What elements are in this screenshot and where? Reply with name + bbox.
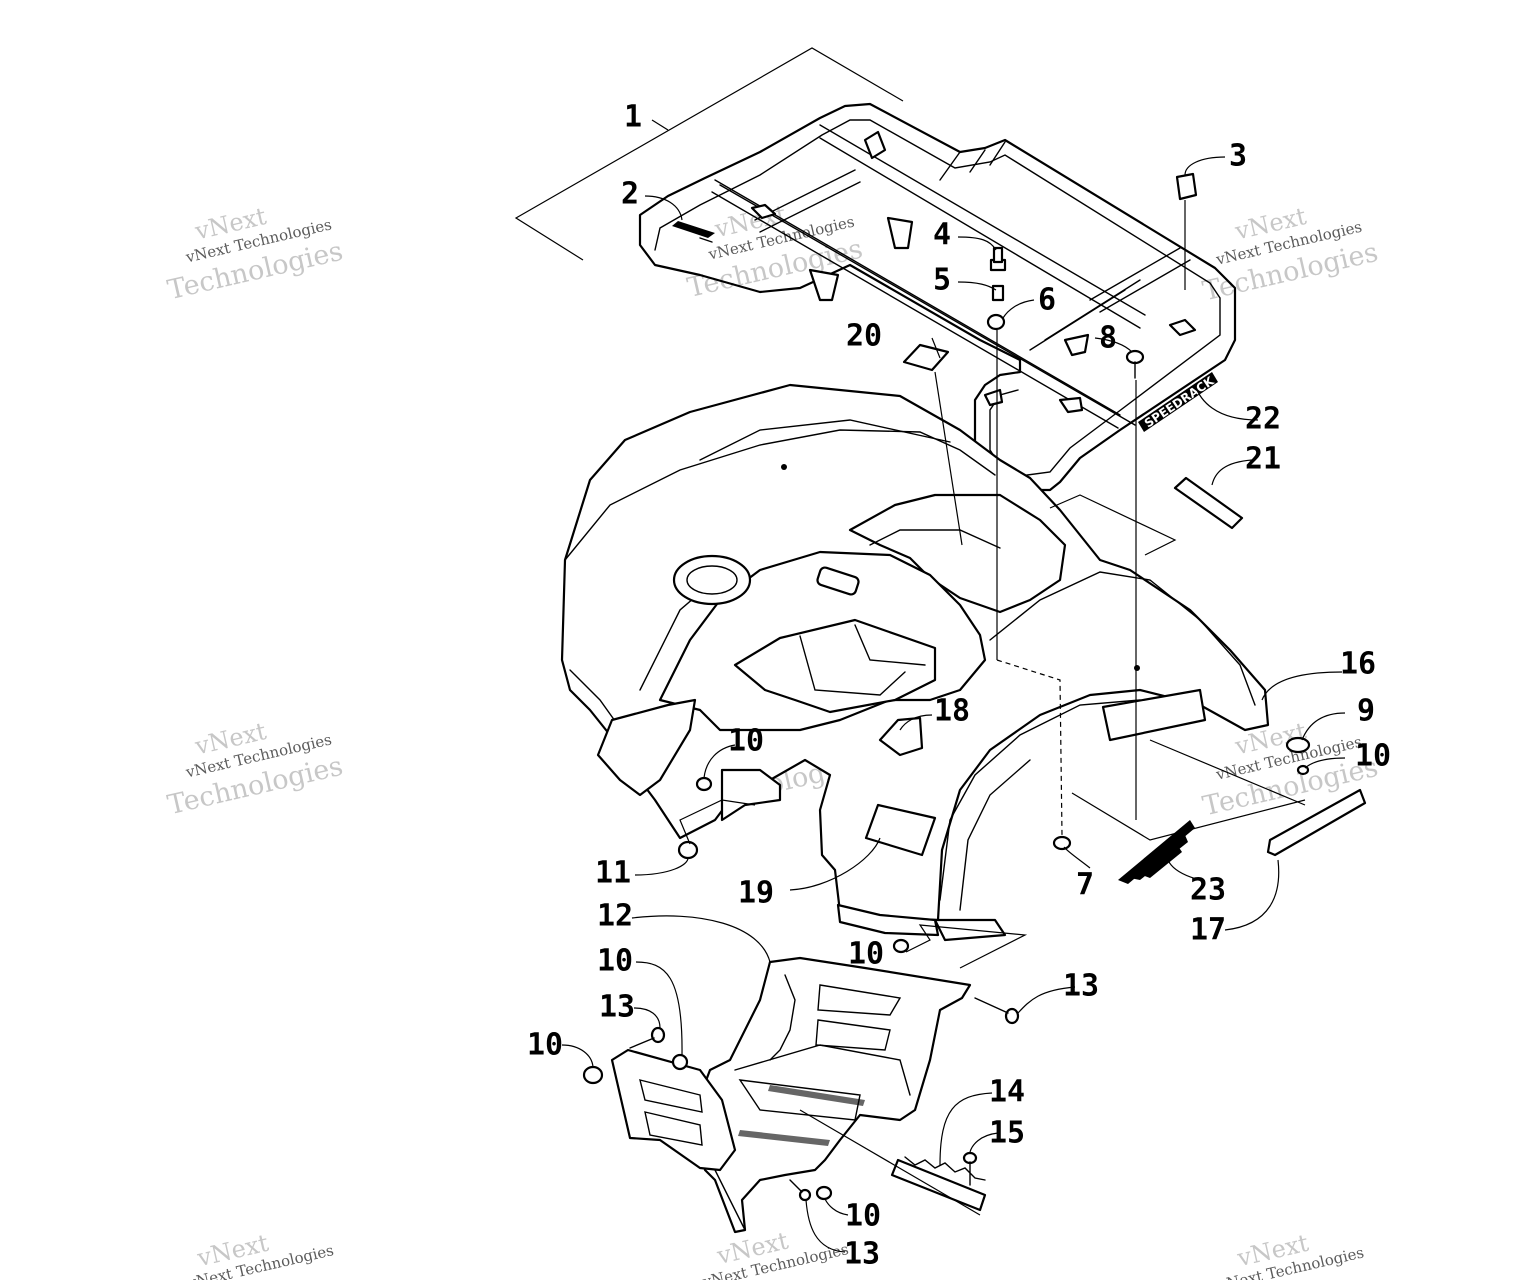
nut-10-a bbox=[695, 776, 713, 792]
callout-18: 18 bbox=[934, 694, 970, 729]
nut-10-c bbox=[892, 938, 910, 954]
callout-10c: 10 bbox=[848, 937, 884, 972]
leader-lines bbox=[561, 119, 1346, 1253]
callout-3: 3 bbox=[1229, 139, 1247, 174]
callout-22: 22 bbox=[1245, 402, 1281, 437]
callout-2: 2 bbox=[621, 177, 639, 212]
callout-13a: 13 bbox=[1063, 969, 1099, 1004]
watermark-top-center: vNext vNext Technologies Technologies bbox=[685, 200, 866, 304]
callout-11: 11 bbox=[595, 856, 631, 891]
callout-21: 21 bbox=[1245, 442, 1281, 477]
callout-15: 15 bbox=[989, 1116, 1025, 1151]
rack-decal-2 bbox=[672, 221, 715, 243]
watermark-bottom-left: vNext vNext Technologies bbox=[185, 1229, 335, 1280]
grommet-3 bbox=[1175, 172, 1198, 201]
callout-8: 8 bbox=[1099, 321, 1117, 356]
watermark-top-right: vNext vNext Technologies Technologies bbox=[1200, 202, 1381, 307]
callout-10a: 10 bbox=[728, 724, 764, 759]
watermark-mid-left: vNext vNext Technologies Technologies bbox=[165, 717, 346, 821]
nut-10-d bbox=[671, 1053, 689, 1071]
decal-16-17 bbox=[1266, 788, 1367, 857]
callout-4: 4 bbox=[933, 218, 951, 253]
fender-decal-panel bbox=[1101, 688, 1207, 742]
rack-assembly-bracket bbox=[514, 47, 904, 261]
callout-20: 20 bbox=[846, 319, 882, 354]
callout-1: 1 bbox=[624, 100, 642, 135]
step-plate bbox=[890, 1156, 987, 1212]
callout-numbers: 1 2 3 4 5 6 7 8 9 10 10 10 10 10 10 11 1… bbox=[527, 100, 1391, 1272]
hardware bbox=[582, 172, 1311, 1202]
footwell-panel bbox=[610, 956, 972, 1234]
decal-23 bbox=[1118, 820, 1195, 884]
callout-9: 9 bbox=[1357, 694, 1375, 729]
washer-9 bbox=[1285, 736, 1311, 754]
callout-23: 23 bbox=[1190, 873, 1226, 908]
callout-10f: 10 bbox=[845, 1199, 881, 1234]
callout-10b: 10 bbox=[1355, 739, 1391, 774]
screw-8 bbox=[1125, 349, 1145, 379]
callout-12: 12 bbox=[597, 899, 633, 934]
callout-14: 14 bbox=[989, 1075, 1025, 1110]
callout-5: 5 bbox=[933, 263, 951, 298]
fender-hole bbox=[781, 464, 787, 470]
screw-13-b bbox=[629, 1026, 666, 1049]
decal-21 bbox=[1173, 476, 1244, 530]
watermark-top-left: vNext vNext Technologies Technologies bbox=[165, 202, 346, 306]
callout-6: 6 bbox=[1038, 283, 1056, 318]
screw-13-c bbox=[789, 1179, 812, 1202]
nut-10-e bbox=[582, 1065, 604, 1085]
nut-10-f bbox=[815, 1185, 833, 1201]
callout-13b: 13 bbox=[599, 990, 635, 1025]
screw-13-a bbox=[974, 997, 1020, 1025]
callout-13c: 13 bbox=[844, 1237, 880, 1272]
rear-fender bbox=[560, 343, 1270, 942]
screw-15 bbox=[962, 1151, 978, 1186]
callout-16: 16 bbox=[1340, 647, 1376, 682]
nut-7 bbox=[1052, 835, 1072, 851]
rack-decal-22: SPEEDRACK bbox=[1138, 372, 1218, 432]
bolt-4 bbox=[989, 246, 1007, 272]
callout-19: 19 bbox=[738, 876, 774, 911]
callout-10d: 10 bbox=[597, 944, 633, 979]
spacer-5 bbox=[991, 284, 1005, 302]
callout-7: 7 bbox=[1076, 868, 1094, 903]
grommet-6 bbox=[986, 313, 1006, 331]
callout-17: 17 bbox=[1190, 913, 1226, 948]
callout-10e: 10 bbox=[527, 1028, 563, 1063]
washer-11 bbox=[677, 840, 699, 860]
watermark-bottom-right: vNext vNext Technologies bbox=[1215, 1229, 1365, 1280]
